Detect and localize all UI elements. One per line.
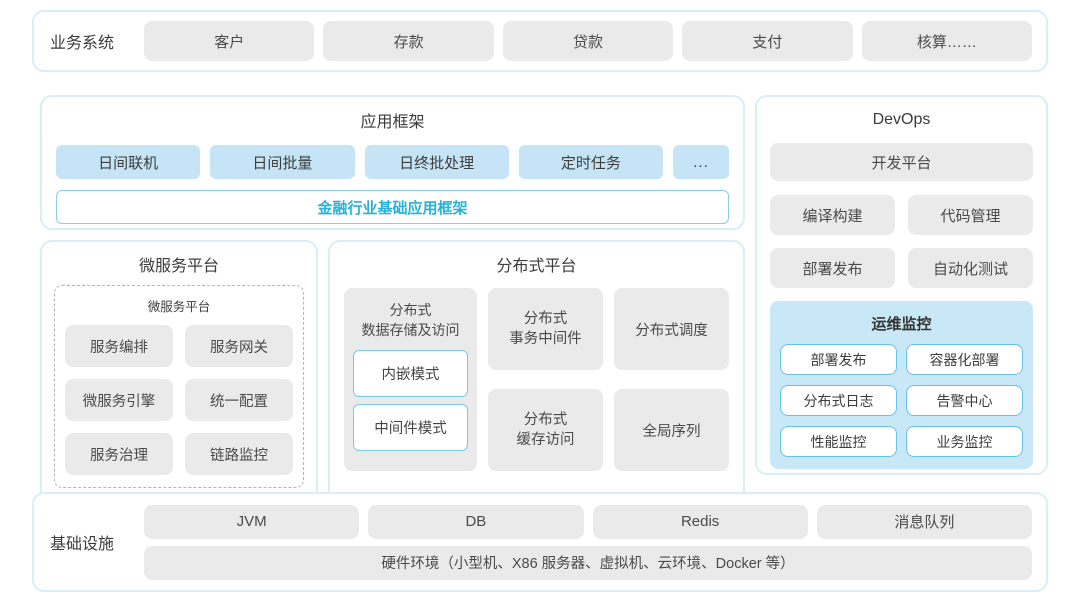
ops-monitor-panel: 运维监控 部署发布 容器化部署 分布式日志 告警中心 性能监控 业务监控 — [770, 301, 1033, 469]
infra-box-redis: Redis — [592, 504, 808, 539]
distributed-body: 分布式 数据存储及访问 内嵌模式 中间件模式 分布式 事务中间件 分布式 缓存访… — [344, 288, 729, 471]
distributed-col-right: 分布式调度 全局序列 — [614, 288, 729, 471]
devops-box-build: 编译构建 — [770, 195, 895, 235]
infrastructure-row: JVM DB Redis 消息队列 — [144, 504, 1032, 539]
framework-box-daytime-batch: 日间批量 — [210, 145, 355, 179]
middle-area: 应用框架 日间联机 日间批量 日终批处理 定时任务 ... 金融行业基础应用框架… — [40, 95, 1048, 502]
framework-box-eod-batch: 日终批处理 — [364, 145, 509, 179]
distributed-platform-title: 分布式平台 — [496, 258, 577, 275]
platform-row: 微服务平台 微服务平台 服务编排 服务网关 微服务引擎 统一配置 服务治理 链路… — [40, 240, 745, 502]
app-framework-boxes: 日间联机 日间批量 日终批处理 定时任务 ... — [56, 145, 729, 179]
distributed-storage-group: 分布式 数据存储及访问 内嵌模式 中间件模式 — [344, 288, 477, 471]
base-framework-box: 金融行业基础应用框架 — [56, 190, 729, 224]
distributed-storage-title: 分布式 数据存储及访问 — [361, 302, 460, 338]
business-box-payment: 支付 — [682, 21, 853, 61]
devops-card: DevOps 开发平台 编译构建 代码管理 部署发布 自动化测试 运维监控 部署… — [755, 95, 1048, 475]
microservice-box-orchestration: 服务编排 — [65, 325, 173, 367]
infrastructure-label: 基础设施 — [50, 536, 115, 553]
hardware-environment-box: 硬件环境（小型机、X86 服务器、虚拟机、云环境、Docker 等） — [144, 545, 1032, 580]
infrastructure-section: 基础设施 JVM DB Redis 消息队列 硬件环境（小型机、X86 服务器、… — [32, 492, 1048, 592]
business-box-loan: 贷款 — [502, 21, 674, 61]
left-column: 应用框架 日间联机 日间批量 日终批处理 定时任务 ... 金融行业基础应用框架… — [40, 95, 745, 502]
microservice-inner-group: 微服务平台 服务编排 服务网关 微服务引擎 统一配置 服务治理 链路监控 — [54, 285, 304, 488]
monitor-box-alert-center: 告警中心 — [906, 385, 1023, 416]
monitor-box-distributed-log: 分布式日志 — [780, 385, 897, 416]
microservice-grid: 服务编排 服务网关 微服务引擎 统一配置 服务治理 链路监控 — [65, 325, 293, 475]
storage-mode-middleware: 中间件模式 — [353, 404, 468, 452]
microservice-inner-title: 微服务平台 — [147, 300, 211, 314]
framework-box-more: ... — [673, 145, 729, 179]
microservice-box-config: 统一配置 — [185, 379, 293, 421]
distributed-col-middle: 分布式 事务中间件 分布式 缓存访问 — [488, 288, 603, 471]
business-systems-label: 业务系统 — [50, 35, 115, 52]
devops-box-deploy: 部署发布 — [770, 248, 895, 288]
infra-box-db: DB — [368, 504, 584, 539]
business-systems-boxes: 客户 存款 贷款 支付 核算…… — [144, 21, 1033, 61]
infra-box-jvm: JVM — [144, 504, 360, 539]
monitor-box-performance: 性能监控 — [780, 426, 897, 457]
distributed-box-scheduling: 分布式调度 — [614, 288, 729, 370]
microservice-box-engine: 微服务引擎 — [65, 379, 173, 421]
infra-box-mq: 消息队列 — [816, 504, 1032, 539]
microservice-box-tracing: 链路监控 — [185, 433, 293, 475]
business-systems-section: 业务系统 客户 存款 贷款 支付 核算…… — [32, 10, 1048, 72]
framework-box-scheduled-task: 定时任务 — [518, 145, 663, 179]
monitor-box-container-deploy: 容器化部署 — [906, 344, 1023, 375]
distributed-box-sequence: 全局序列 — [614, 389, 729, 471]
devops-box-dev-platform: 开发平台 — [770, 143, 1033, 181]
microservice-box-gateway: 服务网关 — [185, 325, 293, 367]
ops-monitor-title: 运维监控 — [871, 316, 932, 333]
devops-title: DevOps — [872, 111, 931, 128]
business-box-customer: 客户 — [144, 21, 315, 61]
devops-box-code-mgmt: 代码管理 — [908, 195, 1033, 235]
infrastructure-boxes: JVM DB Redis 消息队列 硬件环境（小型机、X86 服务器、虚拟机、云… — [144, 504, 1032, 580]
app-framework-card: 应用框架 日间联机 日间批量 日终批处理 定时任务 ... 金融行业基础应用框架 — [40, 95, 745, 230]
app-framework-title: 应用框架 — [360, 114, 425, 131]
microservice-platform-title: 微服务平台 — [138, 258, 219, 275]
monitor-box-deploy-release: 部署发布 — [780, 344, 897, 375]
devops-box-auto-test: 自动化测试 — [908, 248, 1033, 288]
microservice-platform-card: 微服务平台 微服务平台 服务编排 服务网关 微服务引擎 统一配置 服务治理 链路… — [40, 240, 318, 502]
monitor-box-business: 业务监控 — [906, 426, 1023, 457]
framework-box-daytime-online: 日间联机 — [56, 145, 201, 179]
devops-grid: 编译构建 代码管理 部署发布 自动化测试 — [770, 195, 1033, 288]
business-box-deposit: 存款 — [323, 21, 494, 61]
microservice-box-governance: 服务治理 — [65, 433, 173, 475]
distributed-box-cache: 分布式 缓存访问 — [488, 389, 603, 471]
distributed-platform-card: 分布式平台 分布式 数据存储及访问 内嵌模式 中间件模式 分布式 事务中间件 分… — [328, 240, 745, 502]
storage-mode-embedded: 内嵌模式 — [353, 350, 468, 398]
business-box-accounting: 核算…… — [861, 21, 1033, 61]
distributed-box-transaction: 分布式 事务中间件 — [488, 288, 603, 370]
ops-monitor-grid: 部署发布 容器化部署 分布式日志 告警中心 性能监控 业务监控 — [780, 344, 1023, 457]
